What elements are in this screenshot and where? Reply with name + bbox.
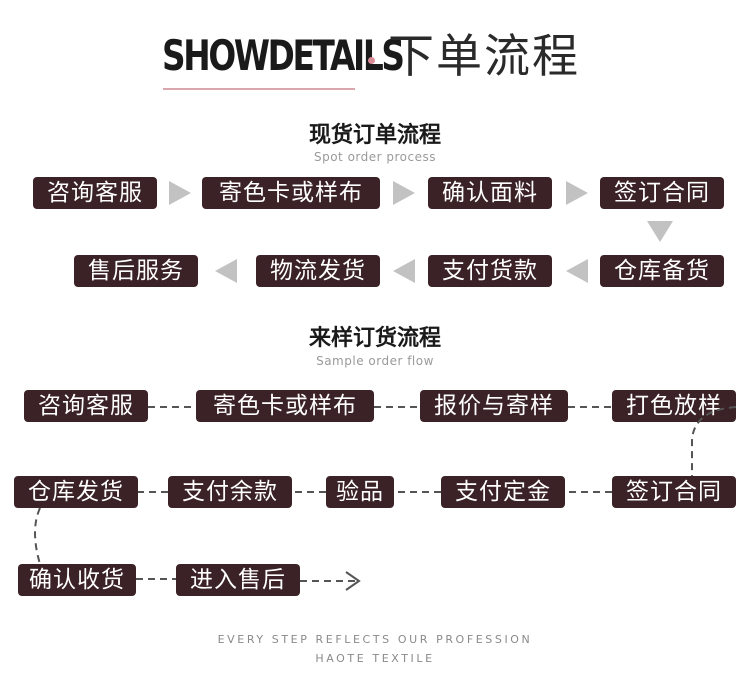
spot-step-payment: 支付货款 bbox=[428, 255, 552, 287]
footer-brand: HAOTE TEXTILE bbox=[315, 652, 435, 665]
brand-underline bbox=[163, 88, 355, 90]
spot-step-sign-contract: 签订合同 bbox=[600, 177, 724, 209]
spot-arrow-left-icon bbox=[215, 259, 237, 283]
spot-arrow-right-icon bbox=[393, 181, 415, 205]
sample-step-warehouse-ship: 仓库发货 bbox=[14, 476, 138, 508]
sample-step-confirm-receipt: 确认收货 bbox=[18, 564, 136, 596]
spot-section-title: 现货订单流程 bbox=[308, 123, 441, 148]
sample-step-sign-contract: 签订合同 bbox=[612, 476, 736, 508]
spot-step-warehouse-prep: 仓库备货 bbox=[600, 255, 724, 287]
spot-arrow-right-icon bbox=[169, 181, 191, 205]
spot-arrow-left-icon bbox=[566, 259, 588, 283]
sample-step-send-sample: 寄色卡或样布 bbox=[196, 390, 374, 422]
separator-dot bbox=[368, 57, 375, 64]
sample-step-lab-dip: 打色放样 bbox=[612, 390, 736, 422]
arrow-head-icon bbox=[345, 571, 361, 591]
sample-section-subtitle: Sample order flow bbox=[316, 354, 434, 368]
sample-connector-curve bbox=[34, 507, 41, 565]
sample-step-after-sales: 进入售后 bbox=[176, 564, 300, 596]
sample-step-consult: 咨询客服 bbox=[24, 390, 148, 422]
sample-step-quote: 报价与寄样 bbox=[420, 390, 568, 422]
spot-section-subtitle: Spot order process bbox=[313, 150, 437, 164]
spot-arrow-left-icon bbox=[393, 259, 415, 283]
spot-step-confirm-fabric: 确认面料 bbox=[428, 177, 552, 209]
footer-slogan: EVERY STEP REFLECTS OUR PROFESSION bbox=[217, 633, 533, 646]
spot-step-consult: 咨询客服 bbox=[33, 177, 157, 209]
sample-connector-curve bbox=[691, 406, 737, 476]
sample-section-title: 来样订货流程 bbox=[308, 326, 441, 351]
spot-arrow-down-icon bbox=[647, 221, 673, 242]
page-title: 下单流程 bbox=[388, 29, 580, 83]
spot-arrow-right-icon bbox=[566, 181, 588, 205]
sample-step-deposit: 支付定金 bbox=[441, 476, 565, 508]
spot-step-shipping: 物流发货 bbox=[256, 255, 380, 287]
spot-step-after-sales: 售后服务 bbox=[74, 255, 198, 287]
sample-step-balance: 支付余款 bbox=[168, 476, 292, 508]
spot-step-send-sample: 寄色卡或样布 bbox=[202, 177, 380, 209]
sample-step-inspection: 验品 bbox=[326, 476, 394, 508]
